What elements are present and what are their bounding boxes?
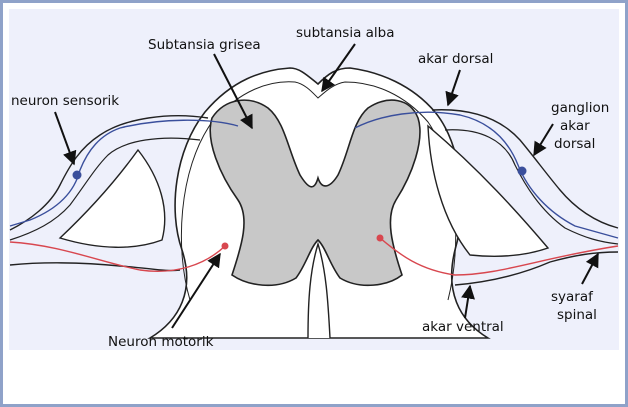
- label-syaraf-line1: syaraf: [551, 289, 594, 305]
- left-sensory-neuron-fiber: [9, 119, 239, 227]
- label-substansia-alba: subtansia alba: [296, 25, 395, 41]
- arrow-neuron-motorik: [171, 252, 221, 329]
- right-motor-neuron-body: [376, 234, 384, 242]
- right-ventral-root-shape: [427, 124, 550, 257]
- label-ganglion-line1: ganglion: [551, 100, 609, 116]
- label-ganglion-line3: dorsal: [554, 136, 595, 152]
- label-syaraf-line2: spinal: [557, 307, 597, 323]
- left-dorsal-root: [9, 115, 209, 231]
- grey-matter: [209, 99, 421, 287]
- arrow-syaraf-spinal: [581, 252, 599, 285]
- arrow-akar-ventral: [461, 284, 475, 319]
- label-akar-dorsal: akar dorsal: [418, 51, 493, 67]
- left-sensory-neuron-body: [72, 170, 82, 180]
- arrow-substansia-alba: [321, 43, 356, 93]
- arrow-akar-dorsal: [445, 69, 461, 107]
- right-sensory-neuron-body: [517, 166, 527, 176]
- arrow-ganglion: [533, 123, 554, 157]
- arrow-substansia-grisea: [213, 53, 253, 130]
- left-ventral-root-shape: [58, 148, 166, 248]
- label-akar-ventral: akar ventral: [422, 319, 504, 335]
- right-dorsal-root: [431, 109, 619, 229]
- right-sensory-neuron-fiber: [354, 111, 619, 239]
- label-substansia-grisea: Subtansia grisea: [148, 37, 261, 53]
- left-nerve-lower: [9, 262, 181, 272]
- right-nerve-inner: [444, 129, 619, 245]
- label-neuron-motorik: Neuron motorik: [108, 334, 214, 350]
- label-ganglion-line2: akar: [560, 118, 590, 134]
- left-motor-neuron-body: [221, 242, 229, 250]
- right-motor-neuron-fiber: [379, 237, 619, 276]
- anterior-median-fissure: [307, 241, 331, 339]
- left-nerve-inner: [9, 137, 201, 241]
- left-motor-neuron-fiber: [9, 241, 226, 272]
- arrow-neuron-sensorik: [54, 111, 77, 166]
- label-neuron-sensorik: neuron sensorik: [11, 93, 119, 109]
